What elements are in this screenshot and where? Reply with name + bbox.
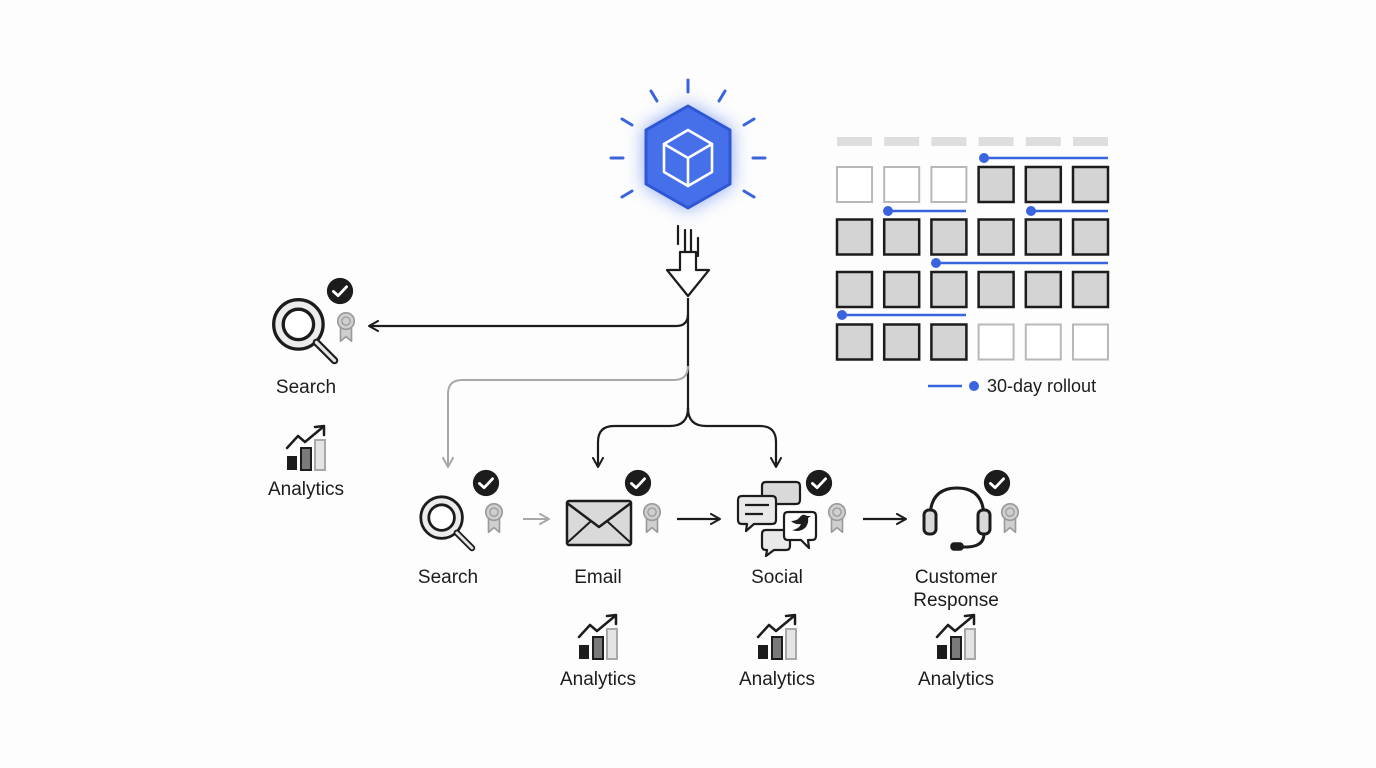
calendar-day-active [1024,270,1063,309]
chat-bubbles-icon [736,480,818,558]
calendar-day-active [882,218,921,256]
calendar-day-empty [883,166,921,203]
calendar-day-active [835,270,874,309]
channel-email [565,468,662,661]
calendar-header-bar [931,137,967,146]
analytics-chart-icon [577,613,619,661]
search-top-analytics-label: Analytics [267,479,345,500]
calendar-day-active [977,165,1015,204]
social-label: Social [751,567,803,588]
rollout-timeline-dot [883,206,893,216]
calendar-day-active [1071,165,1110,204]
award-ribbon-icon [1000,503,1020,534]
legend-dot [969,381,979,391]
flow-down-arrow [665,224,711,298]
calendar-day-active [977,218,1015,256]
channel-social [736,468,847,661]
calendar-header-bar [1025,137,1061,146]
rollout-timeline-dot [979,153,989,163]
calendar-legend [928,381,979,391]
rollout-timeline-dot [837,310,847,320]
check-icon [982,468,1012,498]
calendar-day-active [1071,218,1110,256]
search-label: Search [417,567,479,588]
headset-icon [922,486,992,551]
analytics-chart-icon [935,613,977,661]
customer-response-analytics-label: Analytics [917,669,995,690]
rollout-timeline-dot [931,258,941,268]
calendar-day-active [1024,218,1063,256]
analytics-chart-icon [756,613,798,661]
calendar-day-active [977,270,1015,309]
check-icon [623,468,653,498]
channel-search [421,468,504,548]
calendar-header-bar [837,137,872,146]
calendar-day-active [930,270,968,309]
envelope-icon [565,499,633,547]
calendar-day-empty [930,166,968,203]
calendar-day-empty [836,166,873,203]
calendar-day-empty [977,323,1015,361]
calendar-day-active [882,270,921,309]
social-analytics-label: Analytics [738,669,816,690]
customer-response-label-line1: Customer [914,567,998,588]
award-ribbon-icon [642,503,662,534]
calendar-header-bar [1073,137,1108,146]
channel-customer-response [922,468,1020,661]
check-icon [471,468,501,498]
calendar-day-active [835,218,874,256]
calendar-day-active [930,218,968,256]
award-ribbon-icon [336,312,356,343]
calendar-day-active [930,323,968,361]
channel-search-top [274,276,356,472]
cube-glow-rays [609,78,767,199]
calendar-header-bar [884,137,920,146]
calendar-day-active [835,323,874,361]
rollout-calendar [835,137,1110,361]
magnifier-icon [274,300,335,361]
magnifier-icon [421,497,472,548]
email-analytics-label: Analytics [559,669,637,690]
search-top-label: Search [275,377,337,398]
connectors [368,298,907,525]
rollout-timeline-dot [1026,206,1036,216]
analytics-chart-icon [285,424,327,472]
calendar-day-empty [1072,323,1109,361]
email-label: Email [574,567,622,588]
customer-response-label-line2: Response [913,590,999,611]
award-ribbon-icon [827,503,847,534]
calendar-day-empty [1024,323,1062,361]
calendar-header-bar [978,137,1014,146]
check-icon [325,276,355,306]
calendar-day-active [1071,270,1110,309]
check-icon [804,468,834,498]
legend-label: 30-day rollout [987,376,1097,396]
award-ribbon-icon [484,503,504,534]
calendar-day-active [882,323,921,361]
cube-hexagon-icon [644,104,732,210]
calendar-day-active [1024,165,1063,204]
